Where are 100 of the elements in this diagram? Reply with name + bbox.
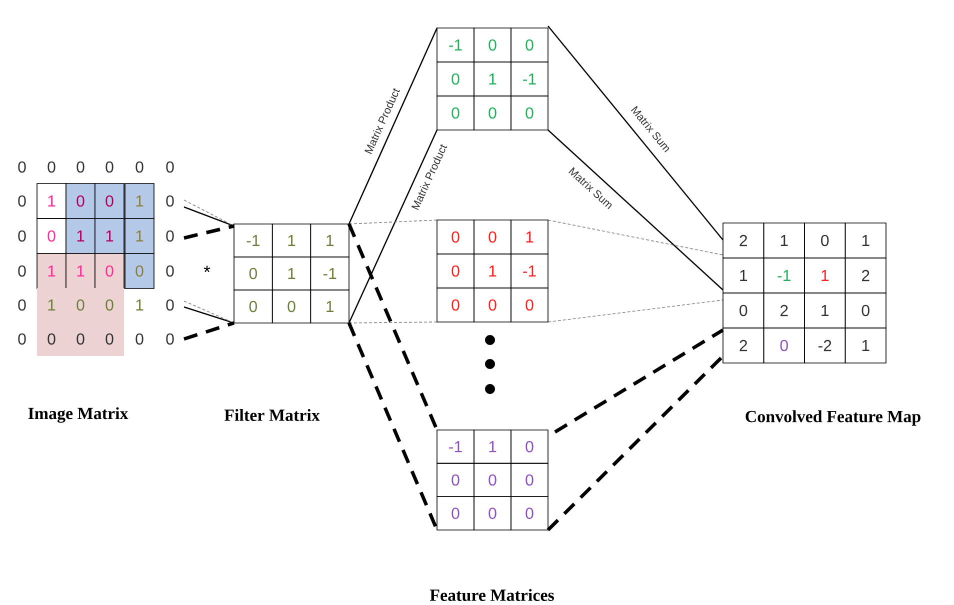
matrix-cell: 0	[66, 288, 95, 322]
matrix-cell: 0	[510, 96, 548, 130]
connector-line	[548, 130, 724, 290]
matrix-cell: 1	[36, 253, 66, 289]
matrix-cell: 0	[95, 288, 124, 322]
connector-line	[348, 28, 438, 224]
matrix-cell: 0	[510, 430, 548, 464]
matrix-cell: 1	[474, 430, 512, 464]
matrix-cell: 0	[94, 253, 124, 289]
matrix-cell: 0	[510, 462, 548, 498]
matrix-title: Convolved Feature Map	[746, 410, 920, 426]
connector-line	[548, 300, 724, 322]
matrix-cell: 0	[124, 253, 154, 289]
padding-value: 0	[18, 299, 26, 311]
matrix-cell: 1	[510, 220, 548, 254]
padding-value: 0	[18, 265, 26, 277]
matrix-cell: 1	[272, 256, 312, 290]
matrix-cell: -1	[763, 258, 805, 294]
connector-line	[183, 321, 235, 341]
matrix-cell: 0	[474, 96, 512, 130]
padding-value: 0	[106, 161, 114, 173]
matrix-title: Image Matrix	[28, 407, 128, 423]
matrix-cell: -1	[436, 430, 474, 464]
matrix-cell: 0	[844, 292, 886, 328]
matrix-cell: 0	[234, 256, 273, 290]
group-title: Feature Matrices	[430, 589, 554, 601]
matrix-cell: 0	[436, 220, 474, 254]
matrix-cell: 0	[272, 290, 312, 324]
matrix-cell: 1	[37, 288, 66, 322]
matrix-cell: 0	[474, 220, 512, 254]
connector-line	[548, 220, 724, 256]
padding-value: 0	[166, 299, 174, 311]
matrix-cell: 1	[763, 222, 805, 258]
padding-value: 0	[18, 230, 26, 242]
matrix-cell: 1	[804, 292, 846, 328]
matrix-cell: 0	[436, 62, 474, 96]
matrix-cell: 0	[436, 462, 474, 498]
padding-value: 0	[166, 230, 174, 242]
matrix-cell: 0	[510, 288, 548, 322]
padding-value: 0	[48, 161, 56, 173]
connector-line	[184, 206, 234, 227]
padding-value: 0	[76, 161, 84, 173]
matrix-cell: 0	[510, 28, 548, 62]
connector-line	[184, 224, 234, 240]
padding-value: 0	[136, 161, 144, 173]
padding-value: 0	[166, 265, 174, 277]
matrix-cell: 1	[66, 218, 96, 254]
matrix-cell: 0	[474, 28, 512, 62]
matrix-cell: 1	[94, 218, 124, 254]
matrix-cell: 1	[844, 222, 886, 258]
matrix-cell: 2	[763, 292, 805, 328]
connector-line	[347, 223, 439, 431]
matrix-cell: 1	[66, 253, 96, 289]
matrix-cell: 1	[310, 224, 350, 258]
matrix-cell: 2	[722, 328, 764, 364]
matrix-cell: -1	[436, 28, 474, 62]
matrix-cell: 1	[722, 258, 764, 294]
padding-value: 0	[18, 161, 26, 173]
matrix-cell: 0	[94, 183, 124, 219]
matrix-cell: 1	[844, 328, 886, 364]
matrix-cell: 1	[804, 258, 846, 294]
connector-line	[548, 26, 724, 240]
matrix-cell: 0	[66, 322, 95, 356]
matrix-cell: -1	[510, 62, 548, 96]
connector-line	[348, 220, 438, 224]
matrix-cell: 0	[95, 322, 124, 356]
connector-line	[348, 130, 438, 324]
matrix-cell: 0	[436, 254, 474, 288]
matrix-cell: 0	[436, 96, 474, 130]
matrix-cell: 0	[66, 183, 96, 219]
matrix-title: Filter Matrix	[224, 409, 320, 421]
connector-line	[348, 322, 438, 324]
padding-value: 0	[18, 195, 26, 207]
matrix-cell: 2	[844, 258, 886, 294]
operator-symbol: *	[204, 266, 210, 272]
matrix-cell: 0	[474, 462, 512, 498]
matrix-cell: 0	[722, 292, 764, 328]
matrix-cell: 0	[436, 496, 474, 530]
matrix-cell: -1	[510, 254, 548, 288]
padding-value: 0	[166, 161, 174, 173]
padding-value: 0	[136, 333, 144, 345]
matrix-cell: 1	[124, 218, 154, 254]
matrix-cell: 1	[474, 62, 512, 96]
matrix-cell: 1	[124, 183, 154, 219]
matrix-cell: -1	[234, 224, 273, 258]
connector-line	[184, 300, 234, 324]
matrix-cell: 1	[310, 290, 350, 324]
connector-line	[554, 328, 724, 434]
matrix-cell: 0	[804, 222, 846, 258]
matrix-cell: 0	[474, 496, 512, 530]
matrix-cell: -2	[804, 328, 846, 364]
matrix-cell: 1	[474, 254, 512, 288]
matrix-cell: 0	[474, 288, 512, 322]
matrix-cell: 0	[37, 322, 66, 356]
matrix-cell: 0	[510, 496, 548, 530]
matrix-cell: -1	[310, 256, 350, 290]
matrix-cell: 0	[436, 288, 474, 322]
padding-value: 0	[166, 195, 174, 207]
matrix-cell: 0	[234, 290, 273, 324]
matrix-cell: 2	[722, 222, 764, 258]
